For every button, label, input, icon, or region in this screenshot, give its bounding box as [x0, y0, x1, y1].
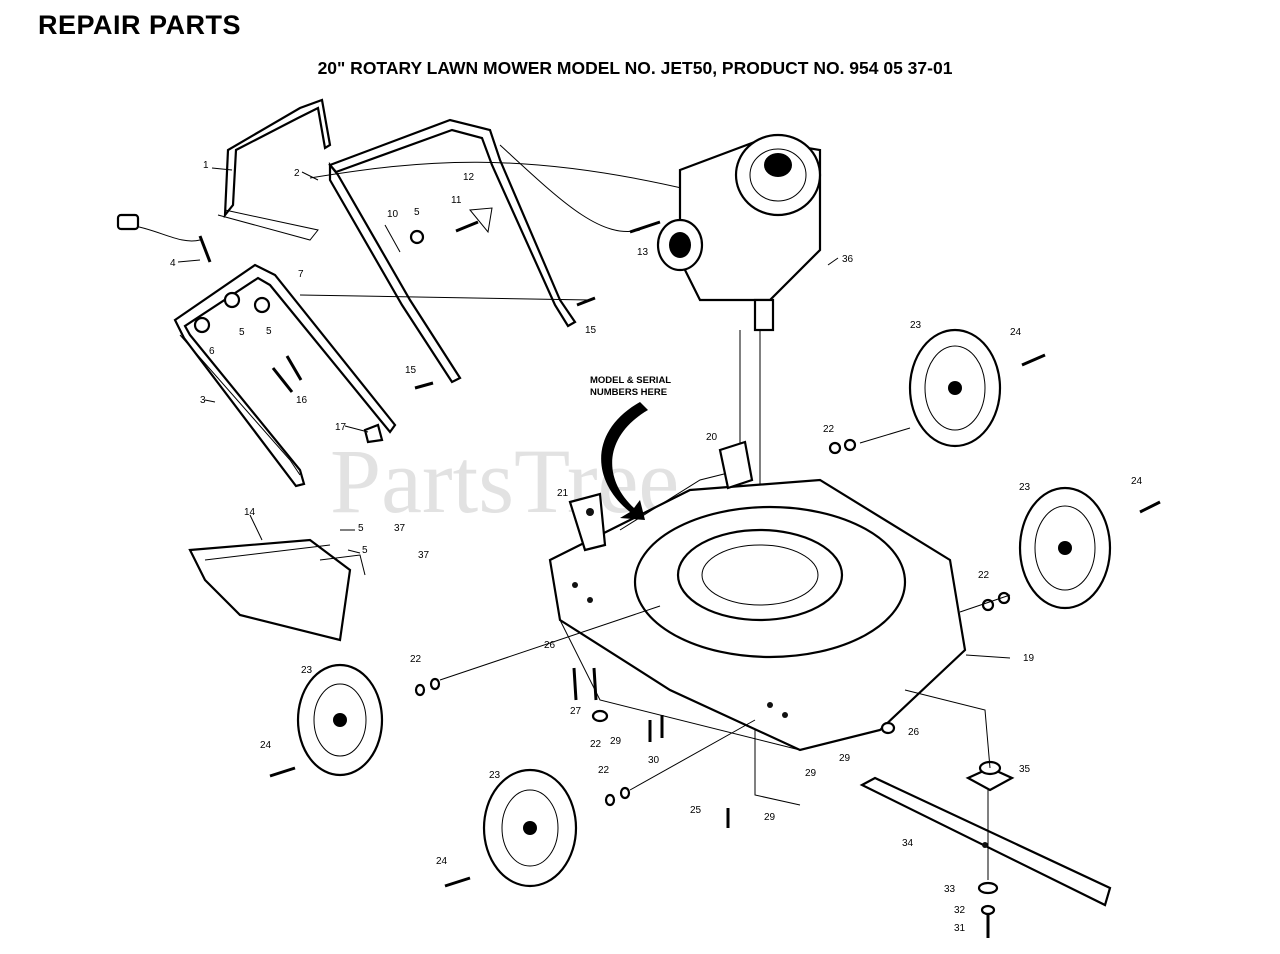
callout-17: 17: [335, 422, 347, 433]
note-line-2: NUMBERS HERE: [590, 387, 667, 398]
callout-10: 10: [387, 209, 399, 220]
callout-37-upper: 37: [394, 523, 406, 534]
callout-6: 6: [209, 346, 215, 357]
grass-deflector: [188, 538, 366, 642]
callout-20: 20: [706, 432, 718, 443]
callout-36: 36: [842, 254, 854, 265]
wheel-rear-upper: [908, 328, 1002, 448]
callout-labels: 1 2 3 4 5 5 5 5 5 6 7 10 11 12 13 14 15 …: [170, 160, 1143, 934]
page-title: REPAIR PARTS: [38, 10, 242, 40]
callout-32: 32: [954, 905, 966, 916]
callout-24-rear-upper: 24: [1010, 327, 1022, 338]
callout-15-upper: 15: [585, 325, 597, 336]
callout-5-handle: 5: [414, 207, 420, 218]
model-subtitle: 20" ROTARY LAWN MOWER MODEL NO. JET50, P…: [317, 58, 953, 78]
callout-37-lower: 37: [418, 550, 430, 561]
washers: [414, 438, 1011, 807]
callout-14: 14: [244, 507, 256, 518]
note-arrow: [601, 402, 648, 520]
axle-lines: [439, 427, 1011, 791]
callout-25: 25: [690, 805, 702, 816]
mower-deck: [548, 469, 967, 752]
callout-19: 19: [1023, 653, 1035, 664]
callout-7: 7: [298, 269, 304, 280]
callout-24-front-right: 24: [436, 856, 448, 867]
callout-5-deflector-lower: 5: [362, 545, 368, 556]
small-bolts: [363, 207, 661, 444]
upper-handle: [217, 98, 332, 241]
callout-22-rear-lower: 22: [978, 570, 990, 581]
callout-22-front-right: 22: [598, 765, 610, 776]
wheel-bolts: [269, 353, 1161, 888]
callout-24-rear-lower: 24: [1131, 476, 1143, 487]
callout-23-front-left: 23: [301, 665, 313, 676]
callout-5-deflector: 5: [358, 523, 364, 534]
blade-adapter: [965, 760, 1015, 792]
wheel-front-left: [296, 663, 384, 777]
middle-handle: [309, 118, 691, 384]
callout-15-lower: 15: [405, 365, 417, 376]
callout-2: 2: [294, 168, 300, 179]
blade-bolt: [977, 790, 999, 938]
callout-16: 16: [296, 395, 308, 406]
model-serial-note: MODEL & SERIAL NUMBERS HERE: [590, 375, 671, 520]
watermark: PartsTree: [330, 430, 679, 532]
callout-21: 21: [557, 488, 569, 499]
callout-1: 1: [203, 160, 209, 171]
callout-12: 12: [463, 172, 475, 183]
callout-33: 33: [944, 884, 956, 895]
wheel-rear-lower: [1018, 486, 1112, 610]
callout-11: 11: [451, 195, 462, 206]
engine: [656, 133, 822, 540]
note-line-1: MODEL & SERIAL: [590, 375, 671, 386]
leader-lines: [177, 167, 1011, 659]
callout-23-front-right: 23: [489, 770, 501, 781]
lower-handle: [173, 263, 397, 488]
wheel-front-right: [482, 768, 578, 888]
deck-bolts: [572, 667, 991, 828]
callout-27: 27: [570, 706, 582, 717]
blade: [859, 776, 1112, 907]
callout-29-rear: 29: [839, 753, 851, 764]
callout-13: 13: [637, 247, 649, 258]
callout-29-deck: 29: [610, 736, 622, 747]
callout-22-rear-upper: 22: [823, 424, 835, 435]
bail-cable: [116, 213, 591, 301]
callout-24-front-left: 24: [260, 740, 272, 751]
callout-30: 30: [648, 755, 660, 766]
callout-5-knob-right: 5: [266, 326, 272, 337]
callout-29-bracket-lower: 29: [764, 812, 776, 823]
callout-22-deck: 22: [590, 739, 602, 750]
callout-35: 35: [1019, 764, 1031, 775]
callout-26-rear: 26: [908, 727, 920, 738]
callout-22-front-left: 22: [410, 654, 422, 665]
callout-26-deck: 26: [544, 640, 556, 651]
callout-23-rear-upper: 23: [910, 320, 922, 331]
handle-knobs: [193, 229, 425, 393]
callout-5-knob: 5: [239, 327, 245, 338]
callout-29-bracket: 29: [805, 768, 817, 779]
callout-31: 31: [954, 923, 966, 934]
callout-34: 34: [902, 838, 914, 849]
deck-bracket: [568, 440, 754, 552]
callout-3: 3: [200, 395, 206, 406]
callout-23-rear-lower: 23: [1019, 482, 1031, 493]
callout-4: 4: [170, 258, 176, 269]
